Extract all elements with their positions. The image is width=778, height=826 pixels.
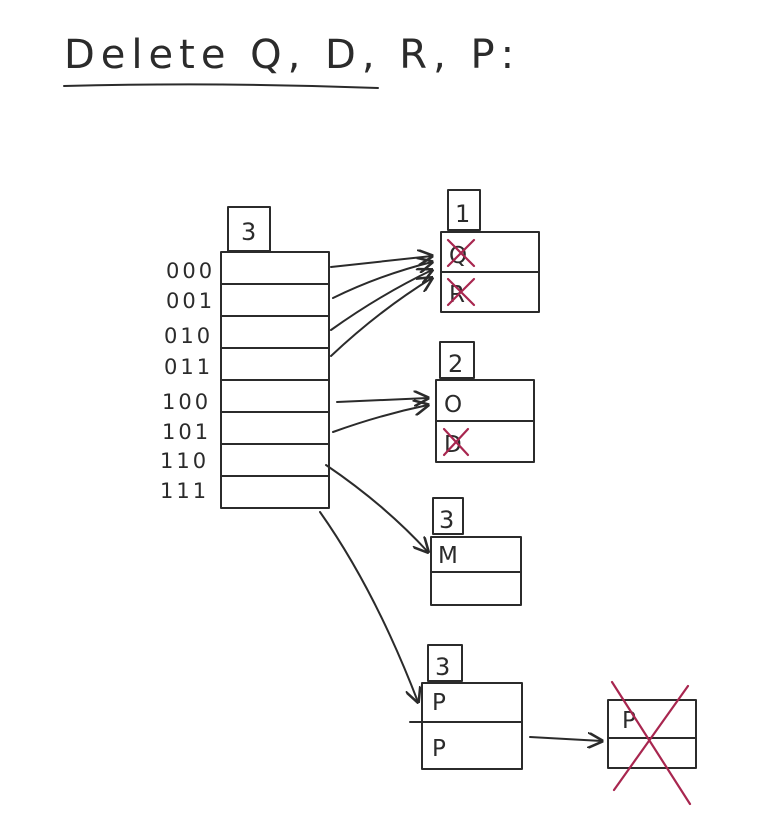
bucket-record: P bbox=[432, 690, 446, 716]
directory-entry-label: 010 bbox=[164, 324, 213, 348]
bucket-1: 1 Q R bbox=[440, 189, 540, 313]
bucket-4: 3 P P bbox=[409, 644, 523, 770]
bucket-local-depth: 3 bbox=[439, 506, 454, 534]
directory-entry-label: 001 bbox=[166, 289, 215, 313]
directory-labels: 000 001 010 011 100 101 110 111 bbox=[160, 259, 215, 503]
page-title: Delete Q, D, R, P: bbox=[64, 32, 520, 78]
pointer-arrow bbox=[319, 511, 418, 702]
bucket-record: P bbox=[432, 736, 446, 762]
directory-entry-label: 110 bbox=[160, 449, 209, 473]
bucket-local-depth: 3 bbox=[435, 653, 450, 681]
pointer-arrow bbox=[330, 270, 432, 331]
pointer-arrow bbox=[330, 278, 432, 357]
bucket-local-depth: 2 bbox=[448, 350, 463, 378]
bucket-local-depth: 1 bbox=[455, 200, 470, 228]
pointer-arrow bbox=[325, 464, 428, 552]
directory-table bbox=[220, 251, 330, 509]
overflow-bucket: P bbox=[607, 680, 697, 806]
directory-entry-label: 101 bbox=[162, 420, 211, 444]
bucket-3: 3 M bbox=[430, 497, 522, 606]
bucket-record: O bbox=[444, 392, 462, 418]
directory-entry-label: 111 bbox=[160, 479, 209, 503]
directory-entry-label: 100 bbox=[162, 390, 211, 414]
bucket-2: 2 O D bbox=[435, 341, 535, 463]
overflow-deletion-cross bbox=[610, 680, 692, 806]
deletion-cross bbox=[446, 238, 476, 268]
bucket-record: P bbox=[622, 708, 636, 734]
deletion-cross bbox=[446, 277, 476, 307]
directory-entry-label: 011 bbox=[164, 355, 213, 379]
pointer-arrow bbox=[336, 398, 428, 402]
pointer-arrow bbox=[332, 405, 428, 433]
directory-pointers bbox=[319, 256, 602, 741]
overflow-pointer-arrow bbox=[529, 737, 602, 741]
directory-global-depth: 3 bbox=[227, 206, 271, 252]
deletion-cross bbox=[442, 427, 470, 457]
pointer-arrow bbox=[332, 262, 432, 299]
pointer-arrow bbox=[330, 256, 432, 268]
bucket-record: M bbox=[438, 543, 458, 569]
title-underline bbox=[63, 83, 379, 89]
global-depth-value: 3 bbox=[241, 218, 256, 246]
directory-entry-label: 000 bbox=[166, 259, 215, 283]
